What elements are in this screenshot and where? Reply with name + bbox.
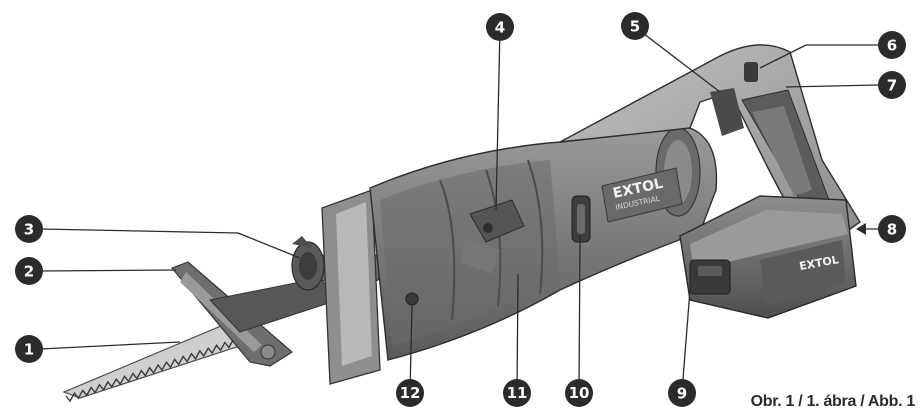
callout-10: 10 [565,379,593,407]
callout-6: 6 [878,31,906,59]
svg-text:12: 12 [400,384,421,402]
arrow-8 [856,223,866,235]
svg-text:7: 7 [887,77,897,95]
callout-markers: 1 2 3 4 5 6 7 8 9 10 11 12 [15,12,906,407]
svg-text:3: 3 [24,221,34,239]
side-switch [571,195,591,243]
callout-9: 9 [668,379,696,407]
callout-5: 5 [621,12,649,40]
motor-body [369,127,718,361]
figure-caption: Obr. 1 / 1. ábra / Abb. 1 [750,393,916,410]
callout-1: 1 [15,335,43,363]
leader-lines [39,26,879,393]
svg-text:9: 9 [677,385,687,403]
callout-8: 8 [878,215,906,243]
callout-3: 3 [15,215,43,243]
callout-7: 7 [878,71,906,99]
svg-text:8: 8 [887,221,897,239]
svg-text:1: 1 [24,341,34,359]
svg-text:4: 4 [495,19,505,37]
brand-plate: EXTOL INDUSTRIAL [601,167,683,223]
lock-button [405,292,419,306]
blade-lever [460,199,525,274]
saw-shoe [170,261,339,367]
gear-housing [321,189,381,385]
callout-11: 11 [503,379,531,407]
battery-pack: EXTOL [679,195,857,319]
callout-2: 2 [15,257,43,285]
svg-text:2: 2 [24,263,34,281]
callout-12: 12 [396,379,424,407]
callout-4: 4 [486,13,514,41]
svg-text:5: 5 [630,18,640,36]
svg-text:6: 6 [887,37,897,55]
svg-text:10: 10 [569,384,590,402]
rear-handle [559,44,861,237]
svg-text:11: 11 [507,384,528,402]
